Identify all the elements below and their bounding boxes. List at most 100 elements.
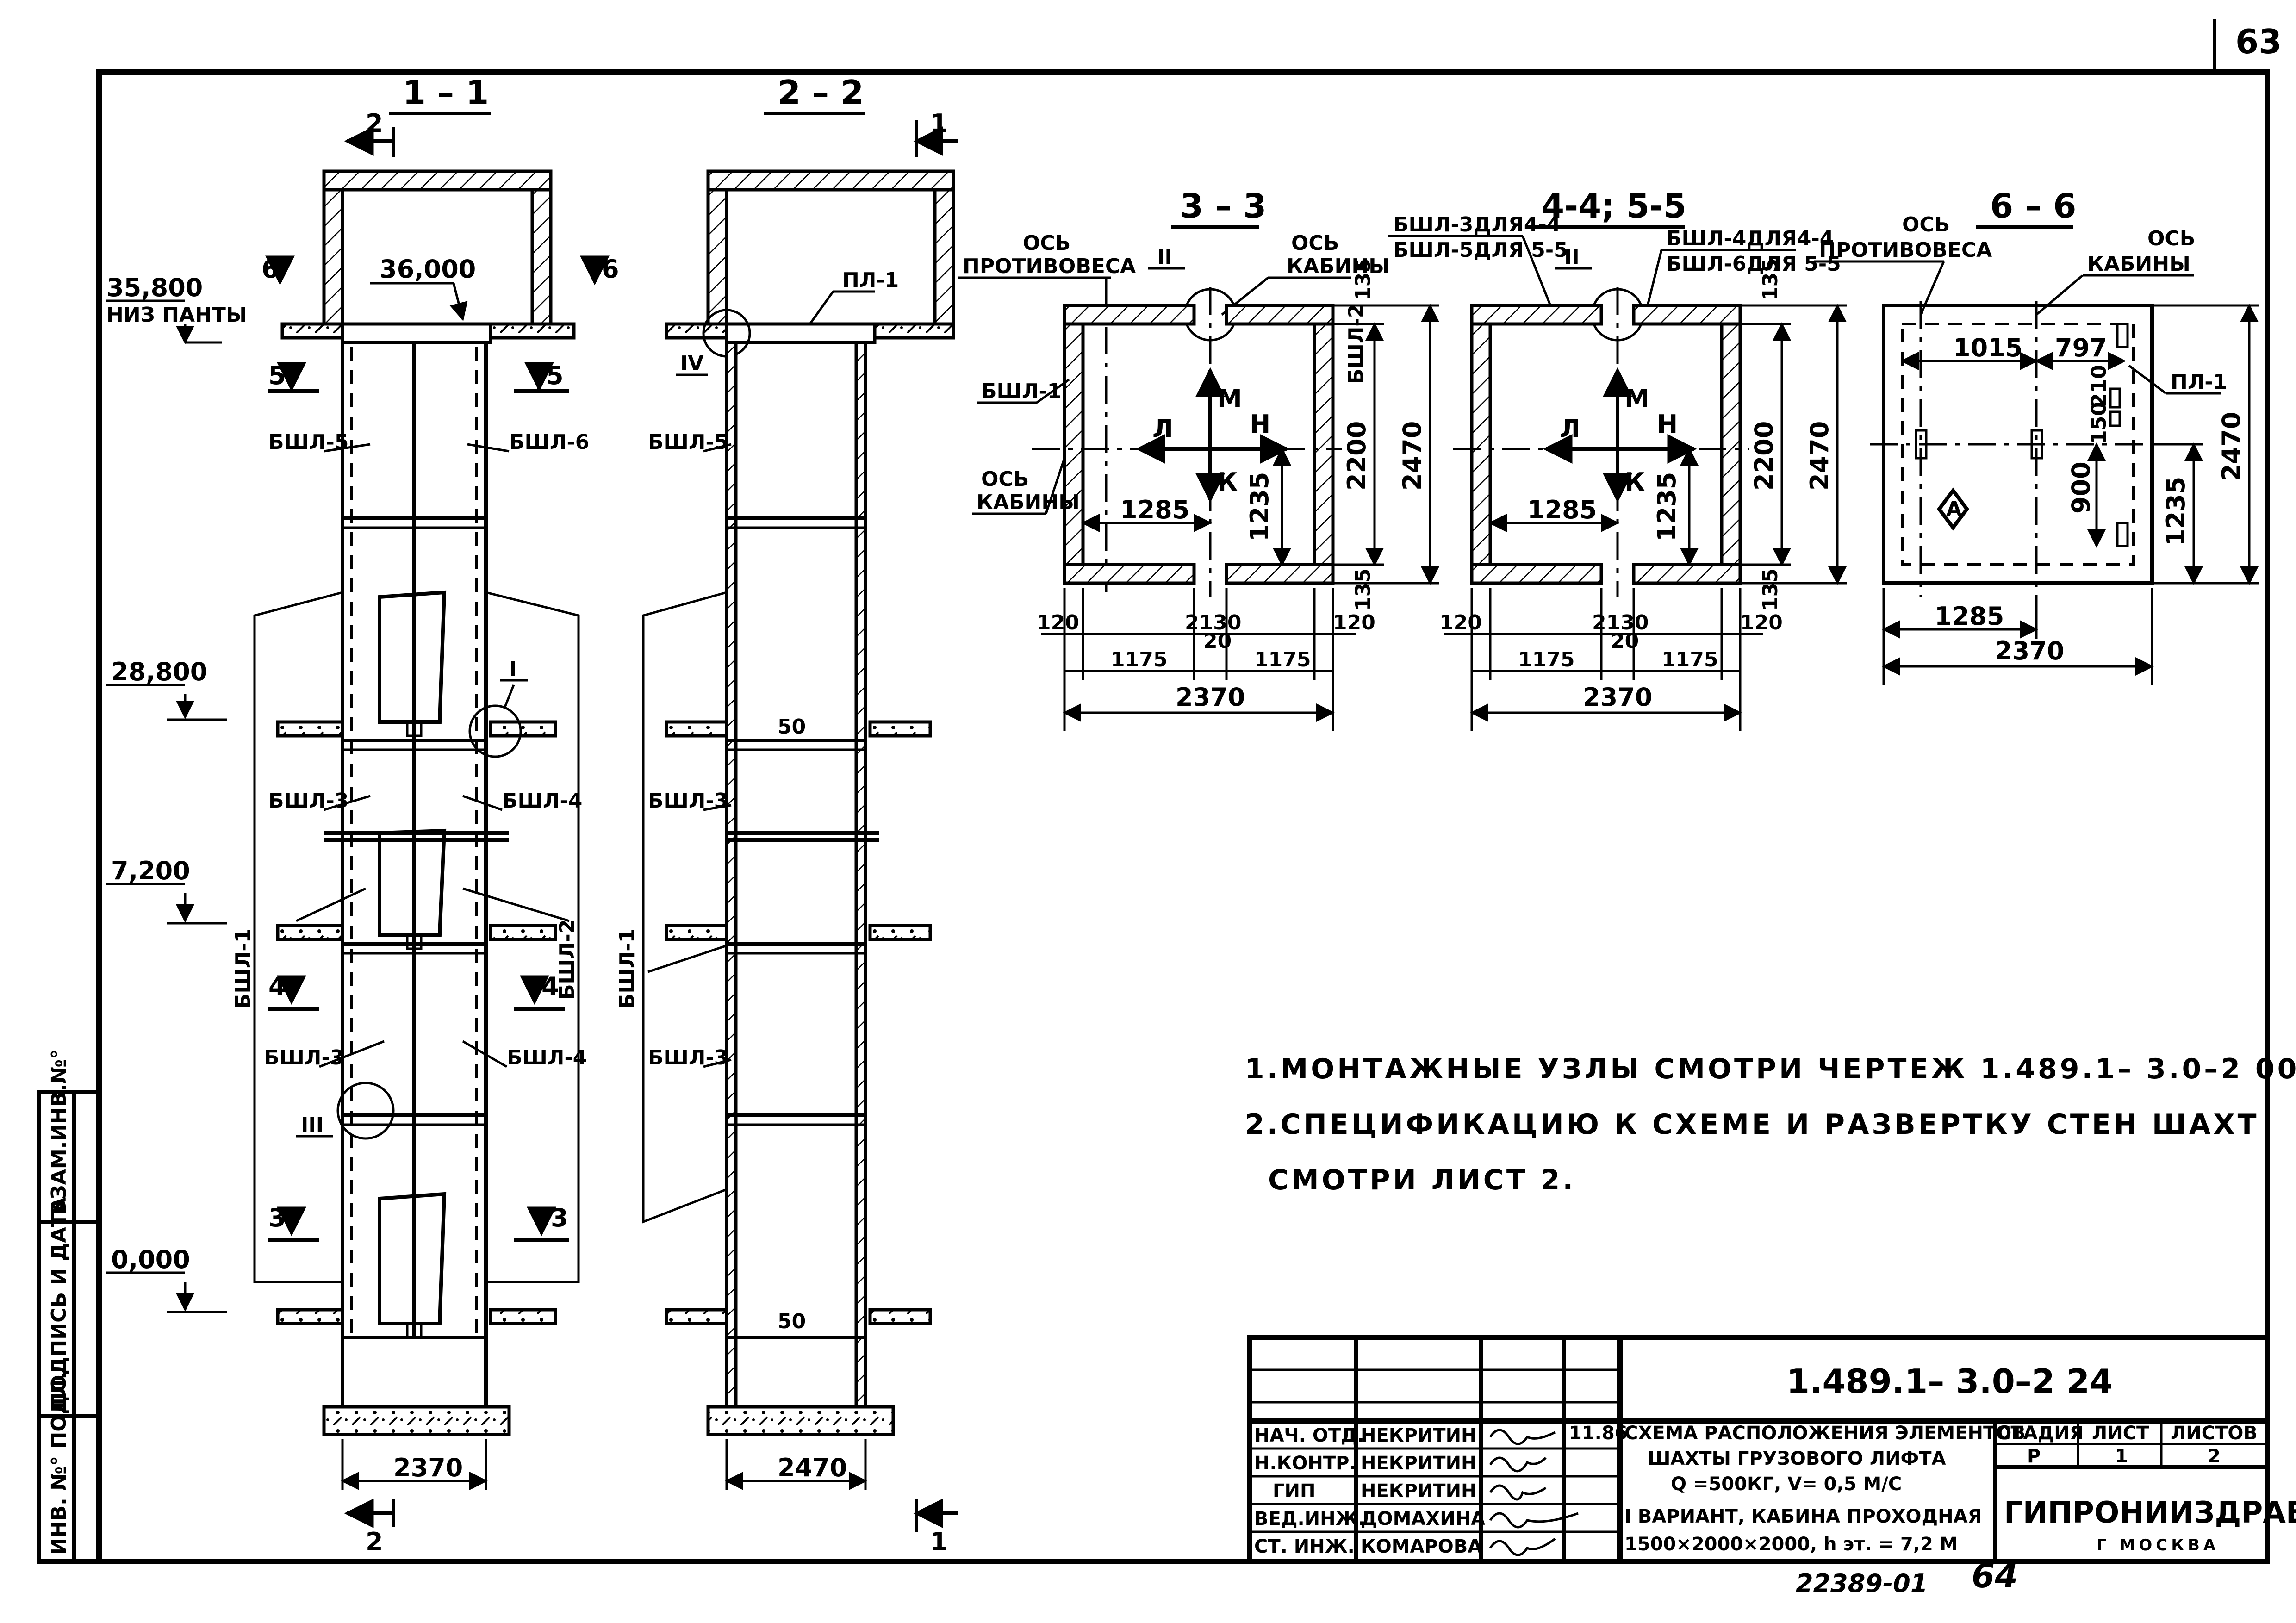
- label-bshl3-for-4-4: БШЛ-3ДЛЯ4-4: [1393, 213, 1561, 236]
- name-0: НЕКРИТИН: [1361, 1425, 1477, 1446]
- signature-2: [1489, 1484, 1547, 1501]
- dim-50-b: 50: [778, 1310, 806, 1333]
- dim-210-s66: 210: [2087, 365, 2111, 407]
- dir-M-s45: М: [1624, 384, 1649, 413]
- dim-120-r-s45: 120: [1740, 611, 1783, 634]
- side-stamp: ИНВ. №° ПОДЛ. ПОДПИСЬ И ДАТА ВЗАМ.ИНВ.№°: [37, 1049, 101, 1564]
- label-bshl4-s11-a: БШЛ-4: [502, 789, 582, 813]
- dim-797-s66: 797: [2055, 333, 2107, 362]
- note-line-1: 1.МОНТАЖНЫЕ УЗЛЫ СМОТРИ ЧЕРТЕЖ 1.489.1– …: [1245, 1053, 2296, 1085]
- dim-2130-s45: 2130: [1592, 611, 1649, 634]
- dim-135-top-s45: 135: [1759, 258, 1782, 301]
- label-pl1-s66: ПЛ-1: [2171, 370, 2227, 394]
- dir-K-s45: К: [1624, 467, 1645, 497]
- cut-mark-1-bottom: 1: [930, 1527, 948, 1556]
- cut-3-right: 3: [551, 1203, 568, 1232]
- section-1-1-title: 1 – 1: [403, 73, 489, 112]
- node-I: I: [509, 657, 516, 681]
- axis-counterweight-sub-s66: ПРОТИВОВЕСА: [1819, 238, 1992, 262]
- role-3: ВЕД.ИНЖ.: [1254, 1508, 1365, 1530]
- dim-1285-s33: 1285: [1120, 495, 1189, 524]
- sheet-value: 1: [2115, 1446, 2128, 1467]
- cut-4-left: 4: [268, 972, 286, 1001]
- dim-120-l-s33: 120: [1037, 611, 1079, 634]
- section-6-6: 6 – 6 ОСЬ ПРОТИВОВЕСА ОСЬ КАБИНЫ А 1015 …: [1814, 187, 2259, 685]
- sheets-label: ЛИСТОВ: [2171, 1423, 2258, 1444]
- signature-4: [1489, 1537, 1556, 1556]
- cut-mark-2-bottom: 2: [366, 1527, 383, 1556]
- axis-cabin-left-label: ОСЬ: [981, 467, 1029, 491]
- description-line-1: СХЕМА РАСПОЛОЖЕНИЯ ЭЛЕМЕНТОВ: [1624, 1423, 2026, 1444]
- dim-120-l-s45: 120: [1439, 611, 1482, 634]
- dir-L-s45: Л: [1560, 414, 1580, 443]
- label-bshl6-for-5-5: БШЛ-6ДЛЯ 5-5: [1666, 252, 1841, 276]
- axis-counterweight-label: ОСЬ: [1023, 231, 1070, 255]
- dim-2470-s66: 2470: [2217, 412, 2246, 481]
- cut-5-left: 5: [268, 361, 286, 390]
- cut-mark-2-top: 2: [366, 109, 383, 138]
- label-bshl1-s22: БШЛ-1: [616, 929, 639, 1009]
- node-II-s33: II: [1157, 245, 1172, 269]
- sheet-frame: 63: [96, 19, 2282, 1564]
- role-1: Н.КОНТР.: [1254, 1453, 1356, 1474]
- section-2-2-title: 2 – 2: [778, 73, 864, 112]
- section-1-1: 1 – 1 2 36,000 35,800 НИЗ ПАНТЫ 6 6 5 5: [106, 73, 619, 1556]
- dim-1175-l-s33: 1175: [1111, 648, 1167, 672]
- dim-900-s66: 900: [2066, 461, 2096, 514]
- organization-name: ГИПРОНИИЗДРАВ: [2004, 1496, 2296, 1530]
- dim-2470-s33: 2470: [1398, 421, 1427, 491]
- axis-counterweight-sub: ПРОТИВОВЕСА: [963, 255, 1136, 278]
- sheet-label: ЛИСТ: [2092, 1423, 2149, 1444]
- sheets-value: 2: [2208, 1446, 2221, 1467]
- dim-50-a: 50: [778, 715, 806, 739]
- axis-cabin-sub-s66: КАБИНЫ: [2087, 252, 2190, 276]
- axis-cabin-top-sub: КАБИНЫ: [1287, 255, 1390, 278]
- dir-N-s45: Н: [1657, 410, 1678, 439]
- cut-6-right: 6: [602, 255, 619, 284]
- dir-L-s33: Л: [1152, 414, 1173, 443]
- side-stamp-signature-date: ПОДПИСЬ И ДАТА: [47, 1197, 71, 1409]
- archive-number: 22389-01: [1796, 1569, 1928, 1598]
- dim-1285-s45: 1285: [1527, 495, 1597, 524]
- label-bshl3-s11-a: БШЛ-3: [268, 789, 348, 813]
- section-4-5: 4-4; 5-5 БШЛ-3ДЛЯ4-4 БШЛ-5ДЛЯ 5-5 БШЛ-4Д…: [1388, 187, 1847, 731]
- section-3-3: 3 – 3 ОСЬ ПРОТИВОВЕСА ОСЬ КАБИНЫ II М Л …: [958, 187, 1439, 731]
- label-bshl2-s33: БШЛ-2: [1344, 304, 1368, 384]
- label-bshl6-s11: БШЛ-6: [509, 430, 589, 454]
- dim-2200-s33: 2200: [1342, 421, 1371, 491]
- cut-3-left: 3: [268, 1203, 286, 1232]
- dir-N-s33: Н: [1250, 410, 1270, 439]
- role-4: СТ. ИНЖ.: [1254, 1536, 1355, 1557]
- mark-A-s66: А: [1946, 497, 1962, 521]
- side-stamp-inv-podl: ИНВ. №° ПОДЛ.: [47, 1372, 71, 1555]
- dim-1175-r-s45: 1175: [1661, 648, 1718, 672]
- dim-1235-s33: 1235: [1245, 472, 1274, 541]
- dir-M-s33: М: [1217, 384, 1242, 413]
- label-bshl4-s11-b: БШЛ-4: [507, 1046, 587, 1070]
- dim-1285-s66: 1285: [1935, 602, 2004, 631]
- signature-3: [1489, 1512, 1579, 1529]
- cut-5-right: 5: [546, 361, 564, 390]
- name-3: ДОМАХИНА: [1361, 1508, 1485, 1530]
- dim-2370-s45: 2370: [1583, 683, 1652, 712]
- level-7200: 7,200: [111, 856, 190, 885]
- label-bshl5-for-5-5: БШЛ-5ДЛЯ 5-5: [1393, 238, 1568, 262]
- label-bshl1-s11: БШЛ-1: [231, 929, 255, 1009]
- dir-K-s33: К: [1217, 467, 1238, 497]
- signature-1: [1489, 1456, 1547, 1473]
- dim-150-s66: 150: [2087, 402, 2111, 444]
- title-block: 1.489.1– 3.0–2 24 НАЧ. ОТД. Н.КОНТР. ГИП…: [1247, 1335, 2296, 1598]
- axis-cabin-left-sub: КАБИНЫ: [977, 491, 1080, 514]
- level-35800-sub: НИЗ ПАНТЫ: [106, 303, 247, 327]
- section-4-5-title: 4-4; 5-5: [1541, 187, 1686, 225]
- label-pl1-s22: ПЛ-1: [842, 268, 899, 292]
- description-line-3: Q =500КГ, V= 0,5 М/С: [1671, 1474, 1902, 1495]
- name-2: НЕКРИТИН: [1361, 1480, 1477, 1502]
- stage-value: Р: [2027, 1446, 2041, 1467]
- label-bshl1-s33: БШЛ-1: [981, 379, 1061, 403]
- axis-cabin-s66: ОСЬ: [2147, 227, 2195, 250]
- dim-2470-s22: 2470: [778, 1453, 847, 1482]
- dim-1235-s66: 1235: [2161, 477, 2190, 546]
- label-bshl3-s22-a: БШЛ-3: [648, 789, 728, 813]
- role-2: ГИП: [1273, 1480, 1315, 1502]
